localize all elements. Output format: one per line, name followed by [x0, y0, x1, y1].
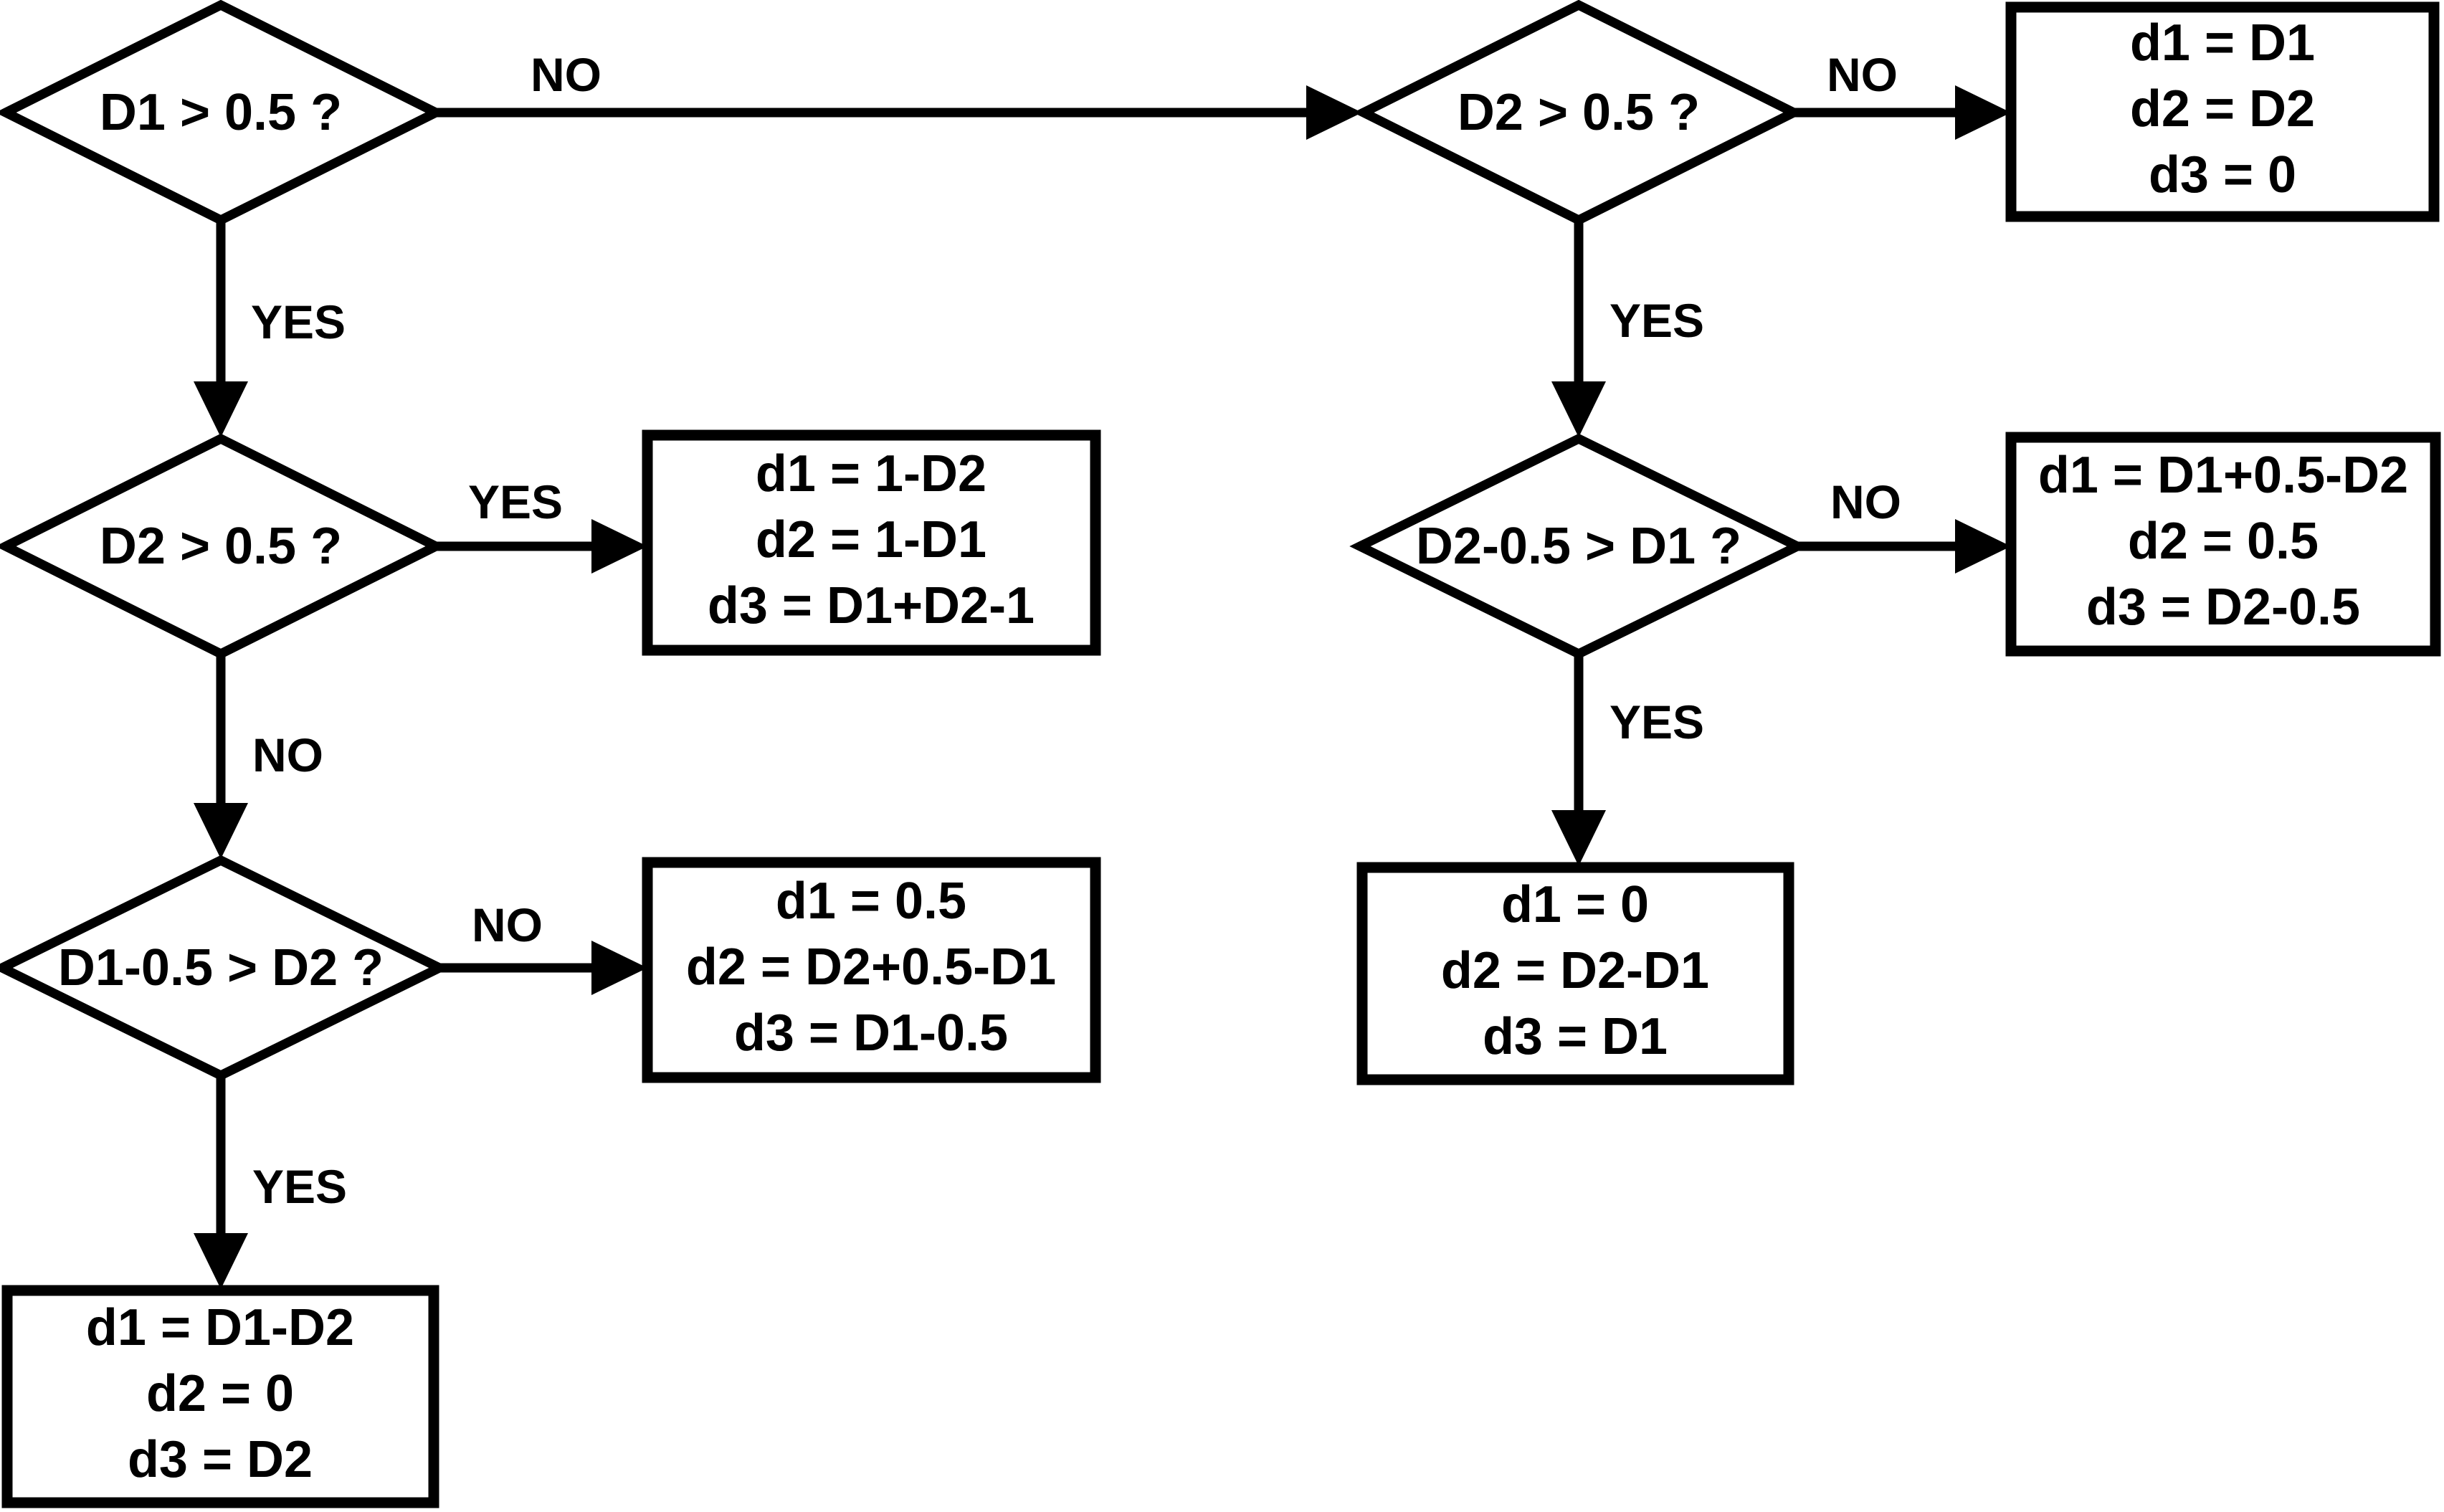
- branch-label-right-top-yes: YES: [1609, 294, 1704, 347]
- outcome-line: d3 = D1-0.5: [734, 1004, 1008, 1062]
- branch-label-right-top-no: NO: [1827, 48, 1898, 101]
- decision-right-mid-diamond: [1349, 433, 1808, 660]
- outcome-left-low-no-box: [642, 857, 1101, 1083]
- branch-label-left-low-no: NO: [472, 898, 543, 951]
- outcome-line: d1 = 0: [1501, 876, 1649, 933]
- outcome-right-mid-no-box: [2005, 432, 2441, 657]
- outcome-line: d3 = D2: [128, 1431, 313, 1488]
- branch-label-right-mid-no: NO: [1830, 475, 1901, 528]
- decision-left-low-diamond: [0, 855, 450, 1081]
- arrowhead-left-low-yes: [194, 1233, 248, 1289]
- decision-right-top-diamond: [1353, 0, 1805, 226]
- outcome-line: d1 = D1-D2: [86, 1299, 354, 1356]
- outcome-line: d3 = D1: [1483, 1008, 1668, 1065]
- decision-right-mid-label: D2-0.5 > D1 ?: [1416, 518, 1741, 575]
- branch-label-left-mid-no: NO: [252, 728, 323, 781]
- arrowhead-root-no: [1306, 85, 1362, 140]
- arrowhead-left-low-no: [591, 941, 647, 995]
- branch-label-left-mid-yes: YES: [468, 475, 563, 528]
- arrowhead-left-mid-yes: [591, 519, 647, 574]
- decision-right-top-label: D2 > 0.5 ?: [1458, 84, 1700, 141]
- outcome-right-top-no-box: [2005, 1, 2440, 222]
- outcome-left-low-yes-box: [1, 1285, 439, 1508]
- outcome-line: d2 = D2+0.5-D1: [686, 938, 1056, 996]
- decision-left-mid-diamond: [0, 433, 447, 660]
- branch-label-root-no: NO: [531, 48, 602, 101]
- arrowhead-right-mid-no: [1955, 519, 2011, 574]
- outcome-left-mid-yes-box: [642, 429, 1101, 656]
- outcome-line: d3 = D1+D2-1: [708, 577, 1035, 634]
- outcome-line: d2 = D2: [2130, 80, 2315, 138]
- outcome-line: d1 = D1: [2130, 14, 2315, 72]
- decision-root-label: D1 > 0.5 ?: [100, 84, 342, 141]
- decision-root-diamond: [0, 0, 447, 226]
- arrowhead-right-top-yes: [1551, 381, 1606, 437]
- arrowhead-right-mid-yes: [1551, 810, 1606, 866]
- decision-left-mid-label: D2 > 0.5 ?: [100, 518, 342, 575]
- outcome-right-mid-yes-box: [1356, 862, 1794, 1085]
- outcome-line: d2 = 0: [146, 1365, 294, 1422]
- outcome-line: d3 = 0: [2149, 146, 2296, 204]
- outcome-line: d1 = 1-D2: [756, 445, 986, 503]
- arrowhead-right-top-no: [1955, 85, 2011, 140]
- outcome-line: d1 = 0.5: [776, 873, 966, 930]
- outcome-line: d1 = D1+0.5-D2: [2038, 447, 2408, 504]
- branch-label-right-mid-yes: YES: [1609, 695, 1704, 748]
- outcome-line: d2 = 1-D1: [756, 511, 986, 569]
- decision-left-low-label: D1-0.5 > D2 ?: [58, 939, 384, 997]
- arrowhead-root-yes: [194, 381, 248, 437]
- branch-label-root-yes: YES: [251, 295, 346, 348]
- outcome-line: d3 = D2-0.5: [2086, 579, 2360, 636]
- arrowhead-left-mid-no: [194, 803, 248, 859]
- outcome-line: d2 = D2-D1: [1441, 942, 1709, 999]
- outcome-line: d2 = 0.5: [2128, 513, 2319, 570]
- branch-label-left-low-yes: YES: [252, 1160, 347, 1213]
